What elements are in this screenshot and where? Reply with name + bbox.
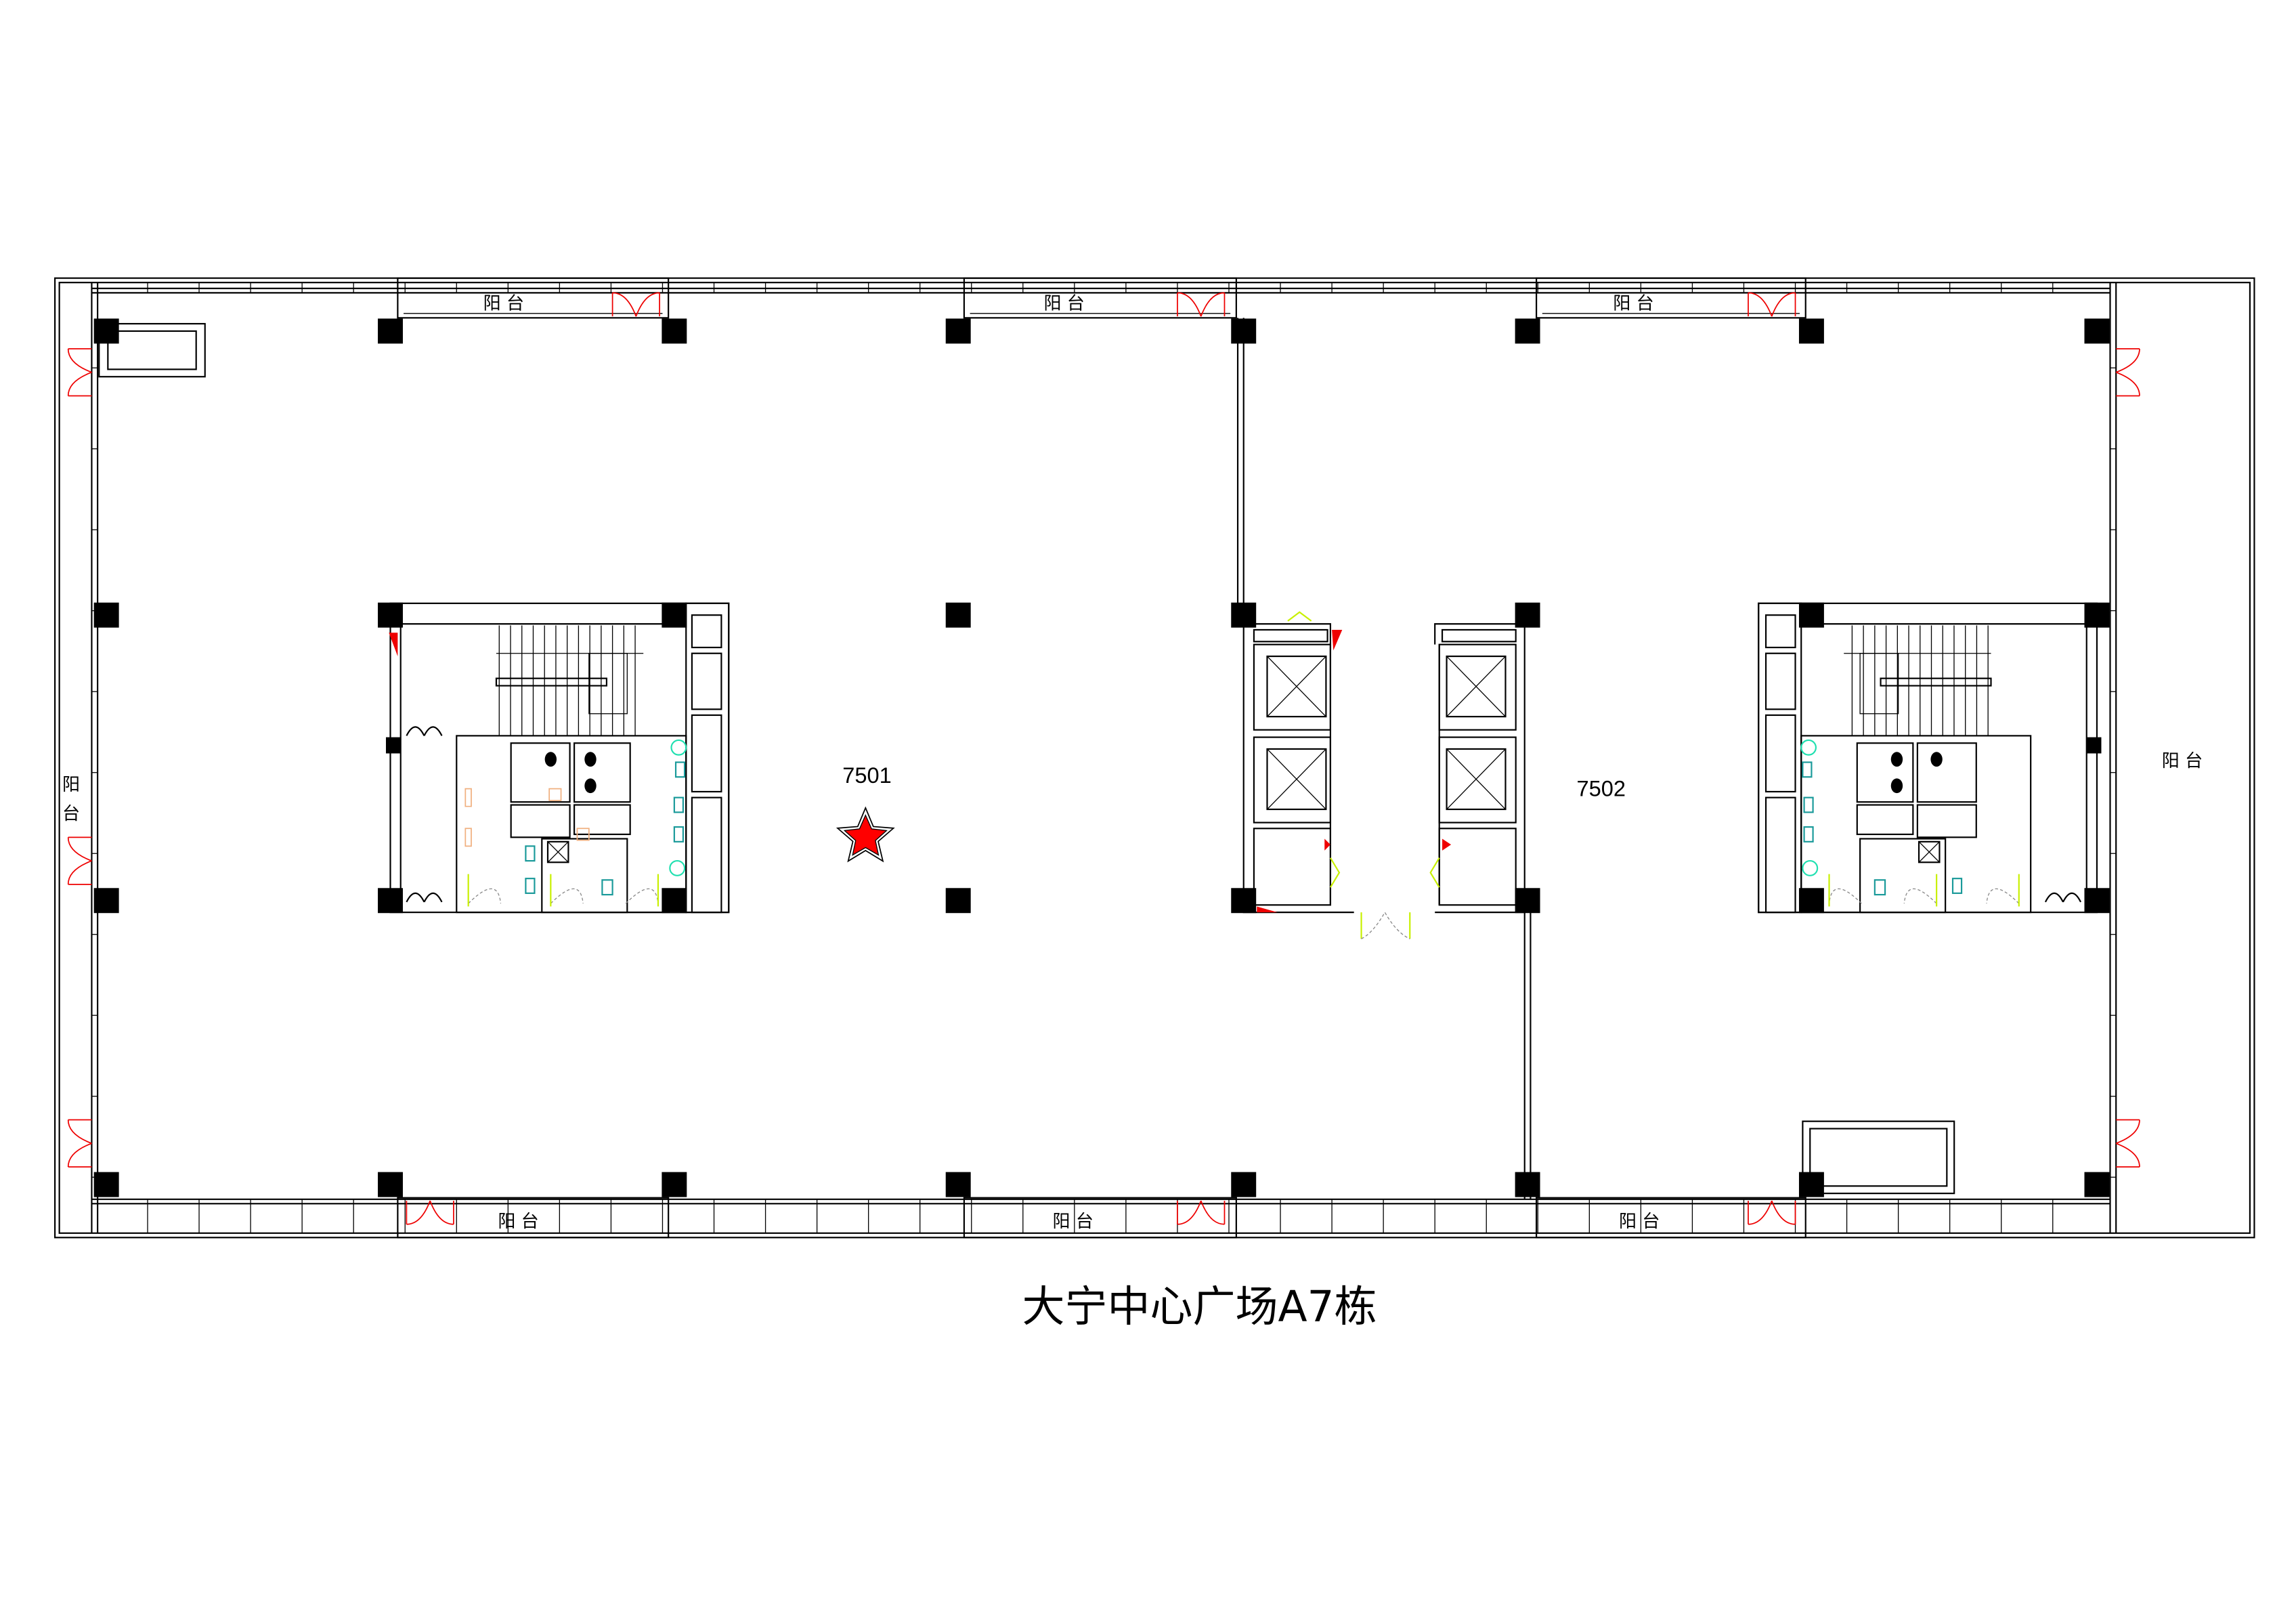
elevator-car <box>1253 643 1332 731</box>
column <box>93 602 119 628</box>
stair-landing <box>588 653 628 714</box>
column <box>945 318 971 344</box>
outer-walls <box>54 277 2255 1239</box>
balcony-label: 阳 台 <box>1043 293 1084 314</box>
column <box>2084 1172 2110 1197</box>
column <box>662 1172 687 1197</box>
door <box>611 292 661 317</box>
staircase <box>496 625 644 736</box>
column <box>945 1172 971 1197</box>
elevator-car <box>1438 736 1517 824</box>
balcony-label: 台 <box>62 804 80 824</box>
column <box>2084 318 2110 344</box>
column <box>2084 602 2110 628</box>
core-left <box>389 602 730 914</box>
column <box>662 888 687 914</box>
planters <box>98 322 1955 1195</box>
column <box>945 888 971 914</box>
column <box>945 602 971 628</box>
column <box>378 888 403 914</box>
column <box>1798 318 1824 344</box>
column <box>378 318 403 344</box>
balcony-label: 阳 台 <box>1619 1212 1660 1232</box>
column <box>1231 888 1257 914</box>
door <box>1748 1200 1796 1225</box>
balconies: 阳 台 阳 台 阳 台 阳 台 阳 台 阳 台 阳 台 阳 台 <box>62 277 2203 1239</box>
door <box>1177 292 1226 317</box>
column <box>378 1172 403 1197</box>
door <box>67 1119 92 1168</box>
balcony-label: 阳 台 <box>2162 751 2203 771</box>
elevator-core <box>1242 611 1525 939</box>
column <box>385 737 401 754</box>
column <box>93 318 119 344</box>
elevator-car <box>1253 736 1332 824</box>
stair-landing <box>1859 653 1899 714</box>
column <box>1231 602 1257 628</box>
column <box>2084 888 2110 914</box>
structural-columns <box>93 318 2110 1197</box>
plan-title: 大宁中心广场A7栋 <box>1022 1282 1377 1331</box>
core-right <box>1758 602 2098 914</box>
column <box>93 888 119 914</box>
column <box>1515 1172 1540 1197</box>
balcony-label: 阳 <box>62 775 80 795</box>
balcony-label: 阳 台 <box>1613 293 1653 314</box>
door <box>67 836 92 885</box>
door <box>67 348 92 397</box>
column <box>1231 318 1257 344</box>
door <box>2115 1119 2140 1168</box>
staircase <box>1844 625 1991 736</box>
door <box>2115 348 2140 397</box>
balcony-label: 阳 台 <box>1052 1212 1093 1232</box>
elevator-car <box>1438 643 1517 731</box>
balcony-label: 阳 台 <box>498 1212 538 1232</box>
door <box>406 1200 454 1225</box>
column <box>662 602 687 628</box>
column <box>1515 318 1540 344</box>
column <box>1798 602 1824 628</box>
window-mullions <box>91 282 2117 1233</box>
column <box>1515 888 1540 914</box>
door <box>1177 1200 1226 1225</box>
column <box>662 318 687 344</box>
column <box>93 1172 119 1197</box>
unit-label-7502: 7502 <box>1576 775 1625 800</box>
balcony-label: 阳 台 <box>483 293 524 314</box>
column <box>1798 888 1824 914</box>
balcony-doors <box>67 292 2140 1225</box>
column <box>1798 1172 1824 1197</box>
column <box>1231 1172 1257 1197</box>
door <box>1748 292 1796 317</box>
column <box>1515 602 1540 628</box>
column <box>2086 737 2102 754</box>
column <box>378 602 403 628</box>
star-icon <box>836 806 895 863</box>
unit-label-7501: 7501 <box>842 763 891 788</box>
